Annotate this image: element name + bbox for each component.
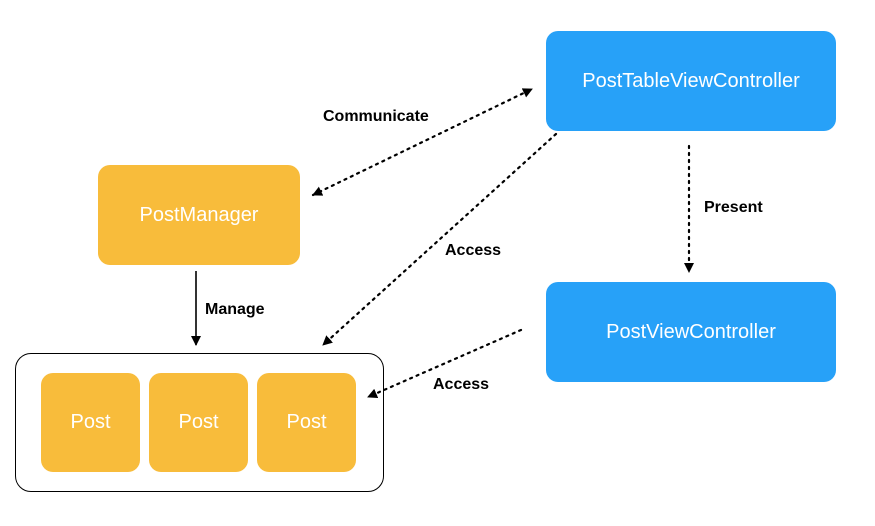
- post-node-3: Post: [257, 373, 356, 472]
- post-node-2: Post: [149, 373, 248, 472]
- access-from-view-label: Access: [433, 376, 490, 393]
- communicate-label: Communicate: [323, 108, 429, 125]
- access-from-table-label: Access: [445, 242, 502, 259]
- post-label-1: Post: [70, 411, 111, 433]
- post-node-1: Post: [41, 373, 140, 472]
- post-manager-label: PostManager: [139, 203, 259, 226]
- post-table-view-controller-node: PostTableViewController: [546, 31, 836, 131]
- communicate-edge: [311, 87, 534, 197]
- access-from-view-edge: [366, 328, 523, 399]
- post-table-view-controller-label: PostTableViewController: [582, 69, 800, 92]
- post-view-controller-label: PostViewController: [606, 320, 776, 343]
- access-from-table-edge: [321, 132, 558, 347]
- manage-label: Manage: [205, 301, 265, 318]
- present-label: Present: [704, 199, 763, 216]
- post-manager-node: PostManager: [98, 165, 300, 265]
- post-label-3: Post: [286, 411, 327, 433]
- post-label-2: Post: [178, 411, 219, 433]
- post-view-controller-node: PostViewController: [546, 282, 836, 382]
